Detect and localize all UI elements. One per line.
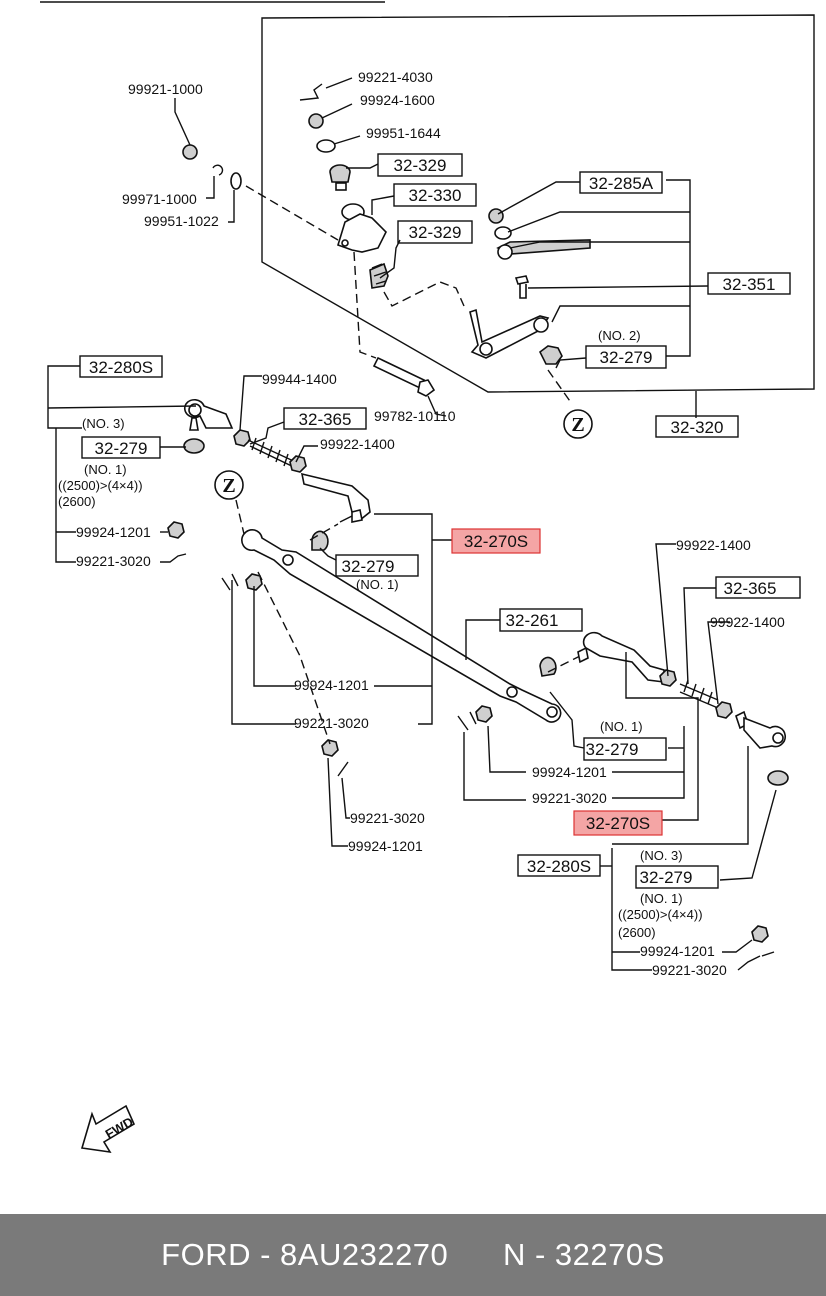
- label-99951-1644: 99951-1644: [366, 125, 441, 141]
- label-32-279-left: 32-279: [95, 439, 148, 458]
- label-no1-br: (NO. 1): [640, 891, 683, 906]
- right-tie-rod: [577, 631, 789, 786]
- label-99971-1000: 99971-1000: [122, 191, 197, 207]
- label-32-320: 32-320: [671, 418, 724, 437]
- label-32-280S-left: 32-280S: [89, 358, 153, 377]
- label-32-270S-bottom: 32-270S: [586, 814, 650, 833]
- label-99924-1201-d: 99924-1201: [348, 838, 423, 854]
- label-99922-1400-a: 99922-1400: [320, 436, 395, 452]
- highlight-32-270S-bottom: [573, 810, 663, 836]
- label-no1-mid: (NO. 1): [356, 577, 399, 592]
- label-99221-3020-a: 99221-3020: [76, 553, 151, 569]
- label-no1-right: (NO. 1): [600, 719, 643, 734]
- label-99924-1201-c: 99924-1201: [532, 764, 607, 780]
- label-99921-1000: 99921-1000: [128, 81, 203, 97]
- label-99221-3020-e: 99221-3020: [652, 962, 727, 978]
- label-99924-1201-e: 99924-1201: [640, 943, 715, 959]
- label-32-365-right: 32-365: [724, 579, 777, 598]
- label-no1-left: (NO. 1): [84, 462, 127, 477]
- label-32-280S-right: 32-280S: [527, 857, 591, 876]
- label-32-365-left: 32-365: [299, 410, 352, 429]
- label-99922-1400-c: 99922-1400: [710, 614, 785, 630]
- label-32-329-a: 32-329: [394, 156, 447, 175]
- label-32-279-right: 32-279: [586, 740, 639, 759]
- label-32-279-mid: 32-279: [342, 557, 395, 576]
- label-32-285A: 32-285A: [589, 174, 654, 193]
- label-99924-1201-a: 99924-1201: [76, 524, 151, 540]
- label-32-279-top: 32-279: [600, 348, 653, 367]
- label-cond-left-1: ((2500)>(4×4)): [58, 478, 143, 493]
- label-99924-1600: 99924-1600: [360, 92, 435, 108]
- upper-dashed-lines: [245, 185, 573, 405]
- label-32-270S-top: 32-270S: [464, 532, 528, 551]
- label-no2: (NO. 2): [598, 328, 641, 343]
- upper-leader-lines: [174, 77, 709, 418]
- label-99221-4030: 99221-4030: [358, 69, 433, 85]
- label-cond-right-2: (2600): [618, 925, 656, 940]
- label-cond-right-1: ((2500)>(4×4)): [618, 907, 703, 922]
- label-32-329-b: 32-329: [409, 223, 462, 242]
- label-99924-1201-b: 99924-1201: [294, 677, 369, 693]
- center-leader-lines: [231, 513, 500, 847]
- label-32-279-br: 32-279: [640, 868, 693, 887]
- z-marker-top-label: Z: [571, 414, 584, 436]
- label-99221-3020-b: 99221-3020: [294, 715, 369, 731]
- oem-part-number: N - 32270S: [502, 1237, 665, 1272]
- fwd-arrow-icon: FWD: [80, 1104, 136, 1154]
- part-labels: 99221-4030 99924-1600 99951-1644 99921-1…: [58, 69, 785, 978]
- part-number-banner: FORD - 8AU232270 N - 32270S: [0, 1214, 826, 1296]
- left-tie-rod-end: [183, 398, 371, 523]
- center-dashed-lines: [235, 499, 581, 745]
- label-99782-10110: 99782-10110: [374, 408, 456, 424]
- highlight-32-270S-top: [451, 528, 541, 554]
- center-link: [221, 529, 562, 777]
- left-leader-lines: [47, 365, 318, 563]
- idler-arm-parts: [182, 83, 591, 397]
- label-99221-3020-c: 99221-3020: [532, 790, 607, 806]
- label-no3-left: (NO. 3): [82, 416, 125, 431]
- right-leader-lines: [167, 521, 777, 971]
- label-99951-1022: 99951-1022: [144, 213, 219, 229]
- label-99922-1400-b: 99922-1400: [676, 537, 751, 553]
- label-32-261: 32-261: [506, 611, 559, 630]
- label-32-330: 32-330: [409, 186, 462, 205]
- label-cond-left-2: (2600): [58, 494, 96, 509]
- z-marker-mid: Z: [214, 470, 244, 500]
- label-99944-1400: 99944-1400: [262, 371, 337, 387]
- pitman-arm-group-frame: [261, 14, 815, 393]
- z-marker-top: Z: [563, 409, 593, 439]
- boxed-part-numbers: [79, 153, 801, 889]
- brand-part-number: FORD - 8AU232270: [161, 1237, 449, 1272]
- label-no3-right: (NO. 3): [640, 848, 683, 863]
- steering-linkage-diagram: Z Z: [40, 1, 815, 1154]
- label-99221-3020-d: 99221-3020: [350, 810, 425, 826]
- label-32-351: 32-351: [723, 275, 776, 294]
- z-marker-mid-label: Z: [222, 475, 235, 497]
